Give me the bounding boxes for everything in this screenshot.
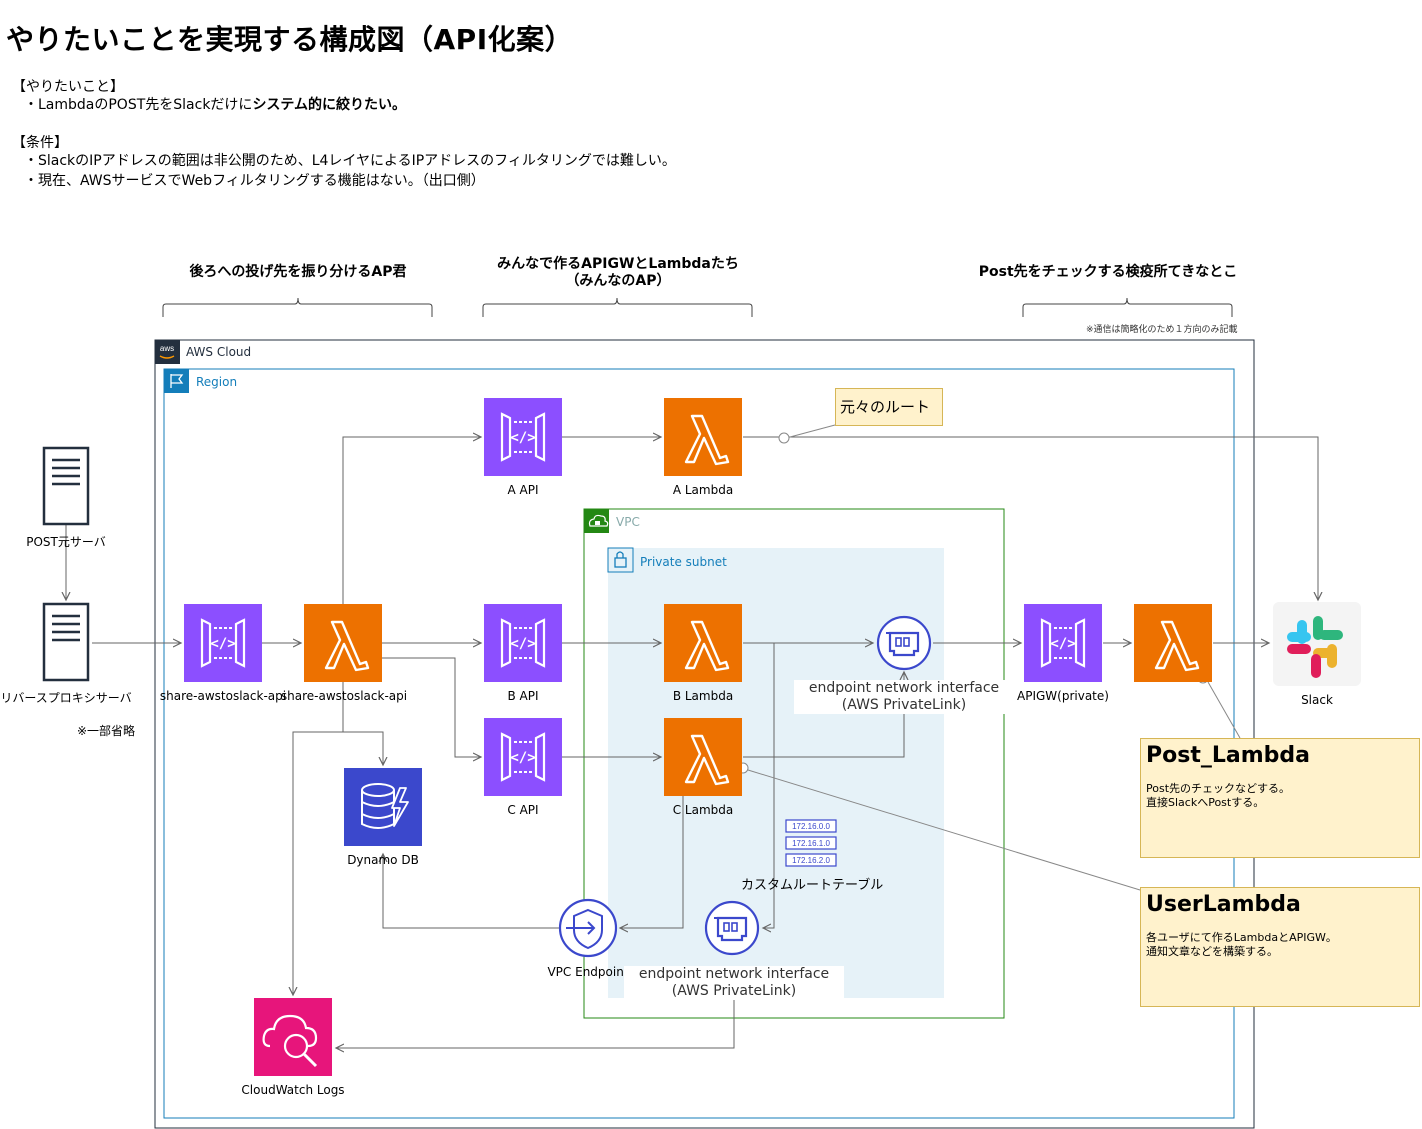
private-api-gateway-icon — [1022, 602, 1104, 684]
aws-logo-icon — [155, 340, 180, 364]
reverse-proxy-label: リバースプロキシサーバ — [0, 691, 132, 705]
edge-lambda-to-cloudwatch — [293, 731, 343, 995]
edge-lambda-to-dynamo — [342, 682, 383, 765]
section-label-right: Post先をチェックする検疫所てきなとこ — [978, 264, 1238, 280]
b-lambda-icon — [662, 602, 744, 684]
region-label: Region — [196, 375, 238, 389]
eni-label-2-line2: (AWS PrivateLink) — [671, 983, 797, 999]
endpoint-eni-icon-1 — [876, 615, 932, 671]
page-title: やりたいことを実現する構成図（API化案） — [6, 23, 574, 56]
callout-post-lambda — [1207, 681, 1241, 739]
c-api-label: C API — [507, 803, 539, 817]
section-label-left: 後ろへの投げ先を振り分けるAP君 — [189, 264, 407, 280]
edge-eni2-to-cloudwatch — [336, 990, 735, 1048]
condition-1: ・SlackのIPアドレスの範囲は非公開のため、L4レイヤによるIPアドレスのフ… — [24, 153, 676, 169]
private-subnet-group — [608, 548, 944, 998]
route-entry-2: 172.16.1.0 — [792, 839, 830, 848]
a-api-label: A API — [507, 483, 539, 497]
svg-text:aws: aws — [160, 344, 174, 353]
post-lambda-note-title: Post_Lambda — [1146, 743, 1310, 768]
section-label-middle-line1: みんなで作るAPIGWとLambdaたち — [497, 256, 739, 272]
slack-label: Slack — [1301, 693, 1333, 707]
edge-lambda-to-a-api — [342, 437, 481, 604]
post-lambda-note: Post_Lambda Post先のチェックなどする。 直接SlackへPost… — [1140, 738, 1420, 858]
callout-user-lambda — [747, 769, 1141, 891]
private-subnet-label: Private subnet — [640, 555, 727, 569]
want-item: ・LambdaのPOST先をSlackだけにシステム的に絞りたい。 — [24, 96, 406, 115]
edge-lambda-to-c-api — [382, 657, 481, 757]
vpc-label: VPC — [616, 515, 640, 529]
a-lambda-label: A Lambda — [672, 483, 734, 497]
aws-cloud-group — [154, 339, 1255, 1129]
share-lambda-icon — [302, 602, 384, 684]
share-api-label: share-awstoslack-api — [159, 689, 287, 703]
want-item-prefix: ・LambdaのPOST先をSlackだけに — [24, 97, 253, 113]
brace-middle — [482, 297, 753, 317]
dynamodb-label: Dynamo DB — [347, 853, 419, 867]
vpc-endpoint-label: VPC Endpoint — [547, 965, 629, 979]
a-api-gateway-icon — [482, 396, 564, 478]
eni-label-1-line1: endpoint network interface — [808, 680, 1000, 696]
vpc-group — [583, 508, 1005, 1019]
slack-icon — [1273, 602, 1361, 686]
b-lambda-label: B Lambda — [672, 689, 734, 703]
a-lambda-icon — [662, 396, 744, 478]
user-lambda-note-body: 各ユーザにて作るLambdaとAPIGW。 通知文章などを構築する。 — [1146, 931, 1337, 958]
post-server-label: POST元サーバ — [26, 535, 106, 549]
route-entry-3: 172.16.2.0 — [792, 856, 830, 865]
want-item-bold: システム的に絞りたい。 — [252, 97, 407, 113]
subnet-lock-icon — [607, 547, 634, 573]
b-api-label: B API — [507, 689, 539, 703]
user-lambda-note: UserLambda 各ユーザにて作るLambdaとAPIGW。 通知文章などを… — [1140, 887, 1420, 1007]
condition-2: ・現在、AWSサービスでWebフィルタリングする機能はない。（出口側） — [24, 173, 485, 189]
region-flag-icon — [164, 369, 189, 393]
dynamodb-icon — [344, 768, 422, 846]
route-entry-1: 172.16.0.0 — [792, 822, 830, 831]
brace-left — [162, 297, 433, 317]
edge-c-lambda-to-vpce — [620, 796, 684, 928]
want-heading: 【やりたいこと】 — [12, 79, 124, 95]
brace-right — [1022, 297, 1233, 317]
eni-label-1: endpoint network interface (AWS PrivateL… — [794, 680, 1014, 714]
c-api-gateway-icon — [482, 716, 564, 798]
c-lambda-icon — [662, 716, 744, 798]
endpoint-eni-icon-2 — [704, 900, 760, 956]
eni-label-1-line2: (AWS PrivateLink) — [841, 697, 967, 713]
share-api-gateway-icon — [182, 602, 264, 684]
route-table-label: カスタムルートテーブル — [741, 878, 884, 893]
vpc-endpoint-icon — [558, 898, 618, 958]
partial-omit-note: ※一部省略 — [76, 724, 136, 738]
reverse-proxy-server-icon — [42, 602, 90, 682]
post-lambda-note-body: Post先のチェックなどする。 直接SlackへPostする。 — [1146, 782, 1291, 809]
c-lambda-label: C Lambda — [672, 803, 734, 817]
apigw-private-label: APIGW(private) — [1017, 689, 1109, 703]
post-lambda-icon — [1132, 602, 1214, 684]
section-label-middle-line2: （みんなのAP） — [565, 273, 671, 289]
b-api-gateway-icon — [482, 602, 564, 684]
route-table-icon: 172.16.0.0 172.16.1.0 172.16.2.0 — [785, 819, 837, 867]
edge-b-lambda-to-eni2 — [743, 642, 775, 928]
cloudwatch-logs-icon — [254, 998, 332, 1076]
post-server-icon — [42, 446, 90, 526]
edge-vpce-to-dynamo — [383, 854, 560, 929]
callout-original-route — [789, 424, 836, 438]
share-lambda-label: share-awstoslack-api — [280, 689, 408, 703]
conditions-heading: 【条件】 — [12, 135, 68, 151]
original-route-callout: 元々のルート — [835, 388, 943, 426]
simplified-note: ※通信は簡略化のため１方向のみ記載 — [1086, 325, 1238, 335]
eni-label-2-line1: endpoint network interface — [638, 966, 830, 982]
section-label-middle: みんなで作るAPIGWとLambdaたち （みんなのAP） — [448, 256, 788, 290]
user-lambda-note-title: UserLambda — [1146, 892, 1301, 917]
aws-cloud-label: AWS Cloud — [186, 345, 252, 359]
edge-a-lambda-to-slack — [743, 436, 1318, 600]
eni-label-2: endpoint network interface (AWS PrivateL… — [624, 966, 844, 1000]
cloudwatch-logs-label: CloudWatch Logs — [241, 1083, 345, 1097]
